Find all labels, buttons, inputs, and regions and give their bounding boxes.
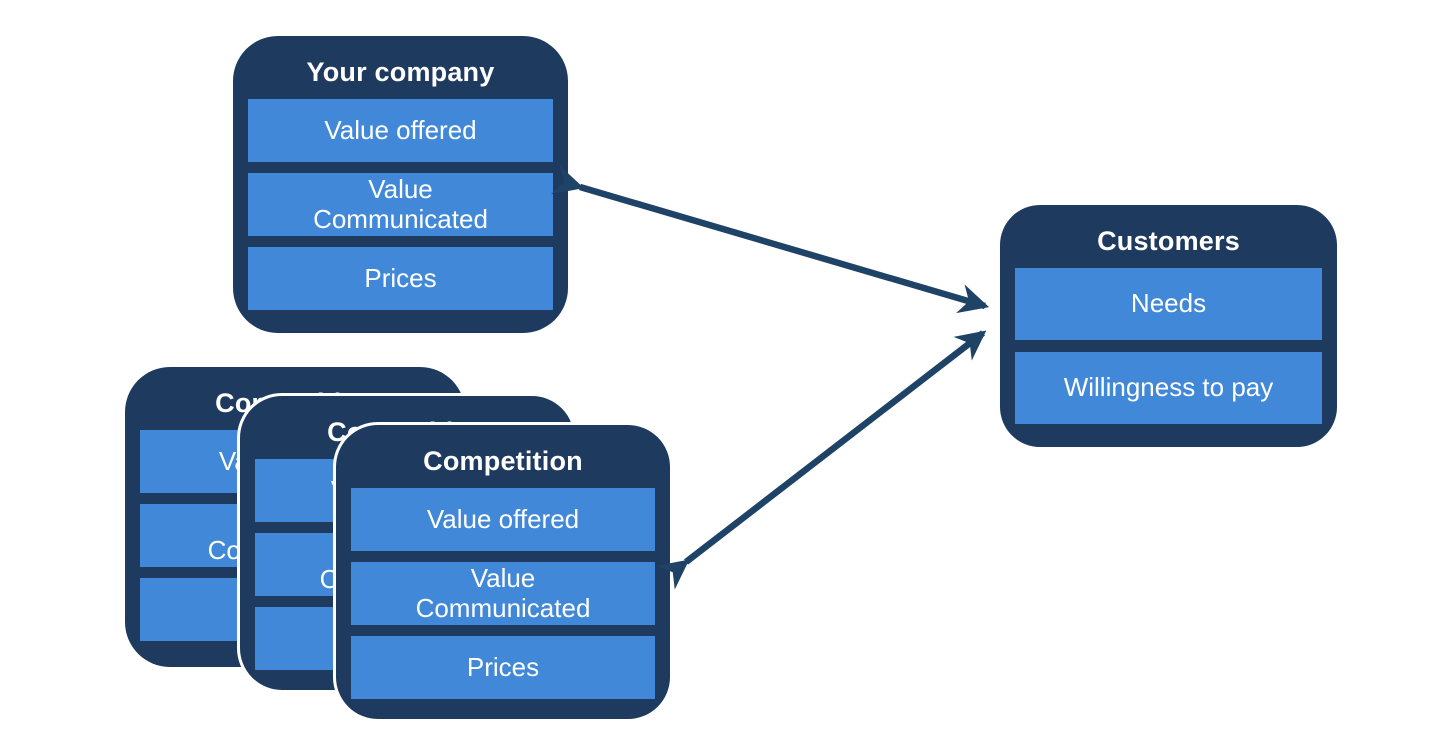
arrow-competition-customers xyxy=(656,330,987,590)
competition-row-value-offered: Value offered xyxy=(351,488,655,551)
arrow-company-customers xyxy=(551,165,990,314)
customers-box: Customers Needs Willingness to pay xyxy=(1000,205,1337,447)
company-row-value-communicated: Value Communicated xyxy=(248,173,553,236)
competition-row-prices: Prices xyxy=(351,636,655,699)
customers-row-willingness-to-pay: Willingness to pay xyxy=(1015,352,1322,424)
company-box: Your company Value offered Value Communi… xyxy=(233,36,568,333)
company-title: Your company xyxy=(306,57,495,87)
customers-title: Customers xyxy=(1097,226,1240,256)
competition-row-value-communicated: Value Communicated xyxy=(351,562,655,625)
company-row-prices: Prices xyxy=(248,247,553,310)
competition-card-front: Competition Value offered Value Communic… xyxy=(333,422,673,722)
competition-title: Competition xyxy=(423,446,583,476)
customers-row-needs: Needs xyxy=(1015,268,1322,340)
company-row-value-offered: Value offered xyxy=(248,99,553,162)
